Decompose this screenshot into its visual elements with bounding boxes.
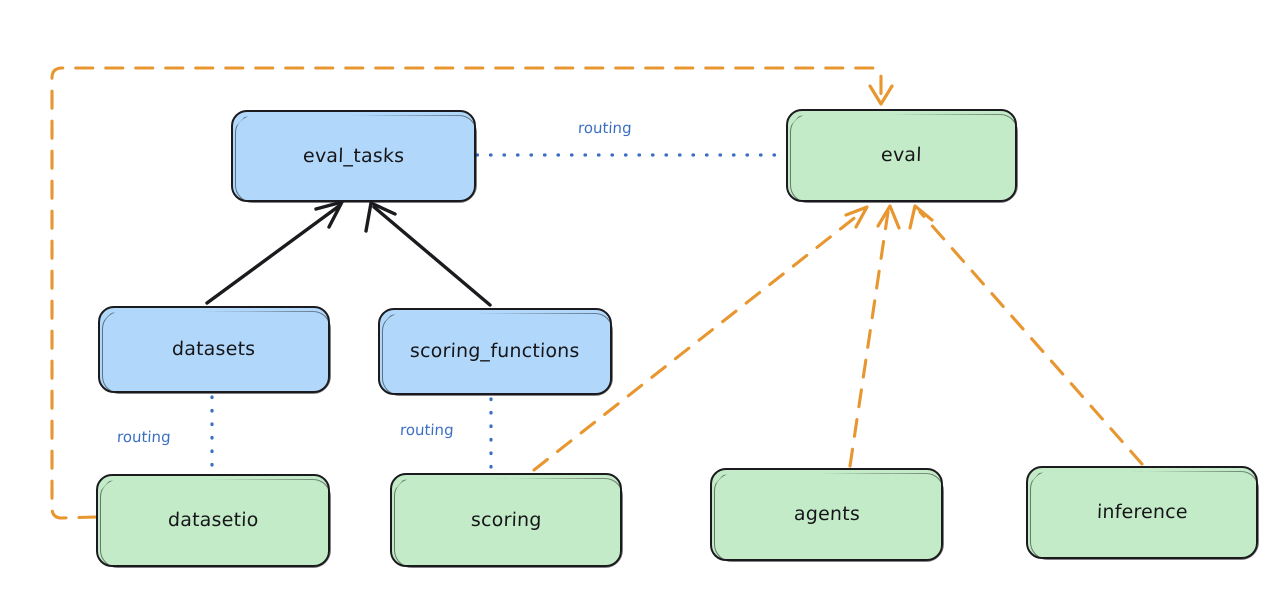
edge-inference-to-eval	[908, 204, 1144, 466]
node-label: scoring_functions	[409, 340, 581, 362]
node-label: eval	[880, 144, 923, 166]
node-datasetio[interactable]: datasetio	[96, 474, 330, 567]
node-datasets[interactable]: datasets	[98, 306, 330, 393]
edge-datasets-to-eval_tasks	[205, 200, 344, 305]
node-eval-tasks[interactable]: eval_tasks	[231, 110, 476, 202]
node-inference[interactable]: inference	[1026, 466, 1258, 559]
node-label: scoring	[470, 508, 542, 531]
node-eval[interactable]: eval	[786, 109, 1017, 202]
node-scoring-functions[interactable]: scoring_functions	[378, 308, 612, 395]
edge-label-routing-eval-tasks: routing	[577, 119, 633, 137]
node-label: inference	[1096, 501, 1188, 523]
edge-label-routing-scoring-functions: routing	[399, 421, 455, 439]
node-scoring[interactable]: scoring	[390, 473, 622, 567]
node-label: datasetio	[167, 509, 259, 531]
node-label: agents	[793, 503, 860, 525]
node-label: eval_tasks	[302, 144, 405, 167]
edge-scoring_functions-to-eval_tasks	[364, 201, 492, 307]
node-agents[interactable]: agents	[710, 468, 943, 561]
edge-label-routing-datasets: routing	[116, 428, 172, 446]
edge-agents-to-eval	[848, 204, 901, 468]
node-label: datasets	[171, 338, 257, 360]
